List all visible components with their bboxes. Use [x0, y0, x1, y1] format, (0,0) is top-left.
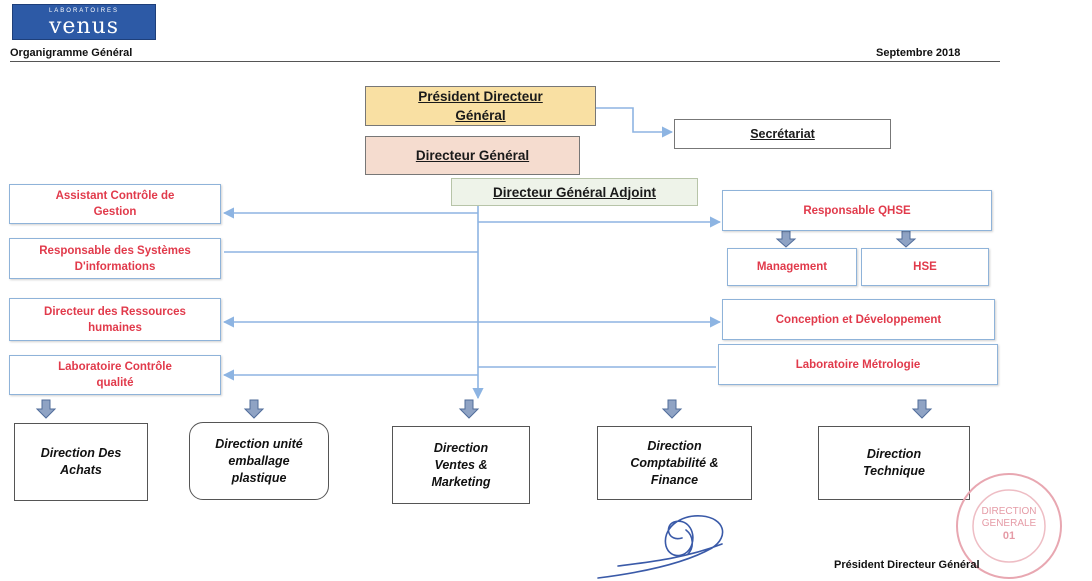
- division-box-achats: Direction Des Achats: [14, 423, 148, 501]
- header-rule: [10, 61, 1000, 62]
- logo-tagline: LABORATOIRES: [48, 8, 120, 14]
- staff-box-management: Management: [727, 248, 857, 286]
- staff-label: Management: [756, 261, 828, 273]
- dg-label: Directeur Général: [415, 148, 530, 163]
- pdg-label: Président Directeur Général: [418, 89, 543, 123]
- secretariat-connector: [596, 107, 674, 138]
- pdg-box: Président Directeur Général: [365, 86, 596, 126]
- stamp-line: DIRECTION: [981, 506, 1037, 517]
- secretariat-label: Secrétariat: [750, 126, 815, 141]
- down-arrow-icon: [911, 399, 933, 419]
- staff-label: Laboratoire Contrôle qualité: [58, 361, 172, 389]
- company-stamp: DIRECTION GENERALE 01: [953, 470, 1065, 580]
- staff-label: Responsable QHSE: [803, 204, 911, 217]
- division-label: Direction Technique: [862, 447, 926, 478]
- division-box-technique: Direction Technique: [818, 426, 970, 500]
- stamp-line: GENERALE: [981, 518, 1037, 529]
- logo-name: venus: [48, 14, 120, 39]
- down-arrow-icon: [35, 399, 57, 419]
- staff-label: Conception et Développement: [775, 313, 942, 326]
- down-arrow-icon: [243, 399, 265, 419]
- staff-label: Directeur des Ressources humaines: [44, 305, 186, 334]
- staff-label: HSE: [913, 261, 937, 273]
- staff-box-hse: HSE: [861, 248, 989, 286]
- division-label: Direction Des Achats: [40, 446, 122, 477]
- down-arrow-icon: [661, 399, 683, 419]
- down-arrow-icon: [775, 230, 797, 248]
- staff-box-systemes-informations: Responsable des Systèmes D'informations: [9, 238, 221, 279]
- signatory-caption: Président Directeur Général: [834, 559, 980, 571]
- down-arrow-icon: [895, 230, 917, 248]
- division-box-comptabilite: Direction Comptabilité & Finance: [597, 426, 752, 500]
- page-title: Organigramme Général: [10, 47, 133, 59]
- division-label: Direction unité emballage plastique: [215, 436, 303, 485]
- staff-box-controle-qualite: Laboratoire Contrôle qualité: [9, 355, 221, 395]
- staff-box-qhse: Responsable QHSE: [722, 190, 992, 231]
- division-box-ventes: Direction Ventes & Marketing: [392, 426, 530, 504]
- division-box-emballage: Direction unité emballage plastique: [189, 422, 329, 500]
- stamp-ring: [956, 473, 1062, 579]
- venus-logo: LABORATOIRES venus: [12, 4, 156, 40]
- staff-box-ressources-humaines: Directeur des Ressources humaines: [9, 298, 221, 341]
- division-label: Direction Ventes & Marketing: [431, 440, 491, 489]
- page-date: Septembre 2018: [876, 47, 961, 59]
- dg-box: Directeur Général: [365, 136, 580, 175]
- signature-scribble: [597, 515, 724, 579]
- staff-label: Responsable des Systèmes D'informations: [39, 244, 191, 273]
- secretariat-box: Secrétariat: [674, 119, 891, 149]
- down-arrow-icon: [458, 399, 480, 419]
- stamp-line: 01: [1002, 530, 1016, 542]
- stamp-text: DIRECTION GENERALE 01: [977, 506, 1041, 542]
- staff-label: Assistant Contrôle de Gestion: [55, 190, 175, 218]
- division-label: Direction Comptabilité & Finance: [630, 438, 719, 487]
- staff-label: Laboratoire Métrologie: [795, 358, 921, 371]
- staff-box-metrologie: Laboratoire Métrologie: [718, 344, 998, 385]
- dga-label: Directeur Général Adjoint: [492, 184, 657, 200]
- staff-box-conception: Conception et Développement: [722, 299, 995, 340]
- dga-box: Directeur Général Adjoint: [451, 178, 698, 206]
- staff-box-controle-gestion: Assistant Contrôle de Gestion: [9, 184, 221, 224]
